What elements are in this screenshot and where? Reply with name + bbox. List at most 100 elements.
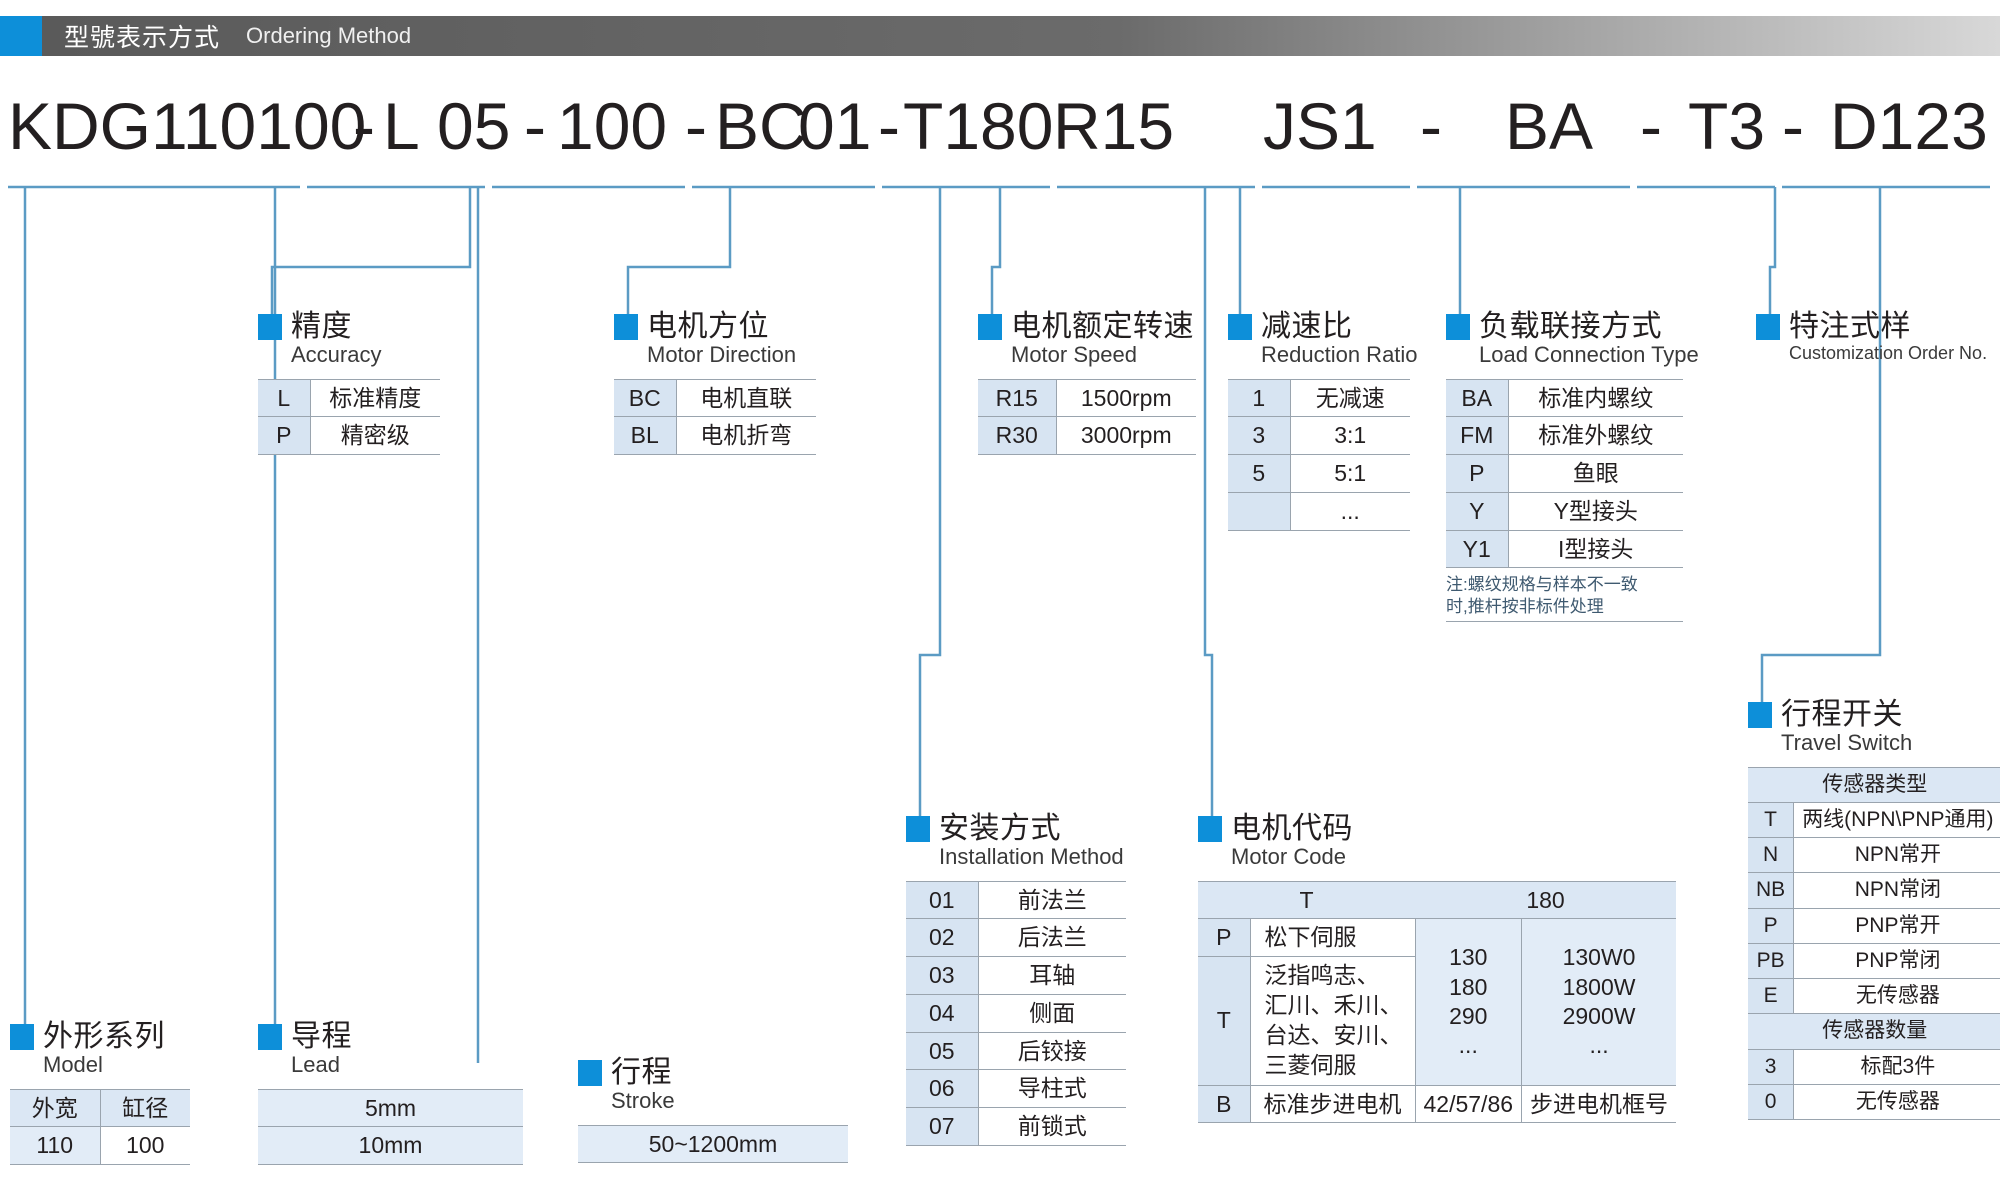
table-row: 02 后法兰 [906,918,1126,958]
mc-power-1-text: 130W0 1800W 2900W ... [1562,944,1636,1059]
code-seg-11: R15 [1053,89,1175,163]
rr-val-2: 5:1 [1290,454,1410,493]
rr-key-2: 5 [1228,454,1291,493]
load-connection-title-cn: 负载联接方式 [1479,310,1662,343]
lc-key-0: BA [1446,378,1509,418]
load-connection-note: 注:螺纹规格与样本不一致 时,推杆按非标件处理 [1446,574,1683,623]
section-motor-direction: 电机方位 Motor Direction BC 电机直联 BL 电机折弯 [614,311,816,456]
im-key-6: 07 [906,1107,979,1146]
motor-direction-heading: 电机方位 Motor Direction [614,311,816,367]
mc-col-header-0: T [1198,880,1415,920]
accuracy-val-1: 精密级 [310,416,440,456]
bullet-icon [614,314,638,340]
motor-code-table: T 180 P 松下伺服 130 180 290 ... 130W0 1800W… [1198,880,1677,1124]
im-val-1: 后法兰 [978,918,1126,958]
ms-key-0: R15 [978,378,1057,418]
customization-heading: 特注式样 Customization Order No. [1756,310,1988,363]
mc-key-1: T [1198,956,1251,1086]
lead-table: 5mm 10mm [258,1088,523,1166]
table-row: E 无传感器 [1748,978,2000,1015]
table-row: R15 1500rpm [978,378,1196,418]
ts-group2-header: 传感器数量 [1748,1013,2000,1050]
rr-key-1: 3 [1228,416,1291,456]
ms-val-0: 1500rpm [1056,378,1196,418]
im-key-0: 01 [906,880,979,920]
lead-title-cn: 导程 [291,1020,352,1053]
customization-title-en: Customization Order No. [1789,342,1988,363]
ts-val-3: PNP常开 [1793,907,2000,944]
model-title-cn: 外形系列 [43,1020,165,1053]
code-seg-7: BC [715,89,807,163]
lead-title-en: Lead [291,1051,340,1077]
table-row: BA 标准内螺纹 [1446,378,1683,418]
table-row: Y1 I型接头 [1446,529,1683,569]
motor-direction-table: BC 电机直联 BL 电机折弯 [614,378,816,456]
travel-switch-heading: 行程开关 Travel Switch [1748,698,2000,755]
rr-val-0: 无减速 [1290,378,1410,418]
table-row: P PNP常开 [1748,907,2000,944]
mc-desc-2: 标准步进电机 [1250,1084,1415,1124]
code-seg-10: T180 [903,89,1054,163]
accuracy-val-0: 标准精度 [310,378,440,418]
travel-switch-title-cn: 行程开关 [1781,698,1903,731]
table-row: P 鱼眼 [1446,454,1683,493]
stroke-title-en: Stroke [611,1087,675,1113]
table-row: Y Y型接头 [1446,491,1683,531]
section-travel-switch: 行程开关 Travel Switch 传感器类型 T 两线(NPN\PNP通用)… [1748,698,2000,1121]
table-row: 5mm [258,1088,523,1128]
bullet-icon [1198,816,1222,842]
table-row: FM 标准外螺纹 [1446,416,1683,456]
bullet-icon [1228,314,1252,340]
ts-key-3: P [1748,907,1795,944]
header-title-cn: 型號表示方式 [64,24,221,52]
ts2-val-1: 无传感器 [1793,1083,2000,1121]
table-row: 传感器类型 [1748,766,2000,803]
im-key-5: 06 [906,1069,979,1109]
bullet-icon [258,1024,282,1050]
section-motor-code: 电机代码 Motor Code T 180 P 松下伺服 130 180 290… [1198,813,1677,1124]
section-reduction-ratio: 减速比 Reduction Ratio 1 无减速 3 3:1 5 5:1 ..… [1228,311,1418,531]
lc-key-2: P [1446,454,1509,493]
rr-val-3: ... [1290,491,1410,531]
mc-desc-0: 松下伺服 [1250,918,1415,958]
bullet-icon [978,314,1002,340]
bullet-icon [10,1024,34,1050]
ts-key-0: T [1748,801,1795,839]
installation-title-cn: 安装方式 [939,812,1061,845]
table-row: P 精密级 [258,416,440,456]
ts-val-2: NPN常闭 [1793,872,2000,909]
code-seg-5: 100 [557,89,668,163]
motor-code-title-en: Motor Code [1231,843,1346,869]
table-row: L 标准精度 [258,378,440,418]
ts2-key-1: 0 [1748,1083,1795,1121]
code-seg-16: T3 [1688,89,1766,163]
section-load-connection: 负载联接方式 Load Connection Type BA 标准内螺纹 FM … [1446,310,1699,623]
customization-title-cn: 特注式样 [1789,310,1911,343]
stroke-val-0: 50~1200mm [578,1124,848,1164]
model-table: 外宽 缸径 110 100 [10,1088,190,1166]
lc-val-0: 标准内螺纹 [1508,378,1683,418]
table-row: 05 后铰接 [906,1031,1126,1071]
im-key-4: 05 [906,1031,979,1071]
bullet-icon [578,1060,602,1086]
table-row: R30 3000rpm [978,416,1196,456]
lc-key-1: FM [1446,416,1509,456]
table-row: 10mm [258,1126,523,1166]
ts-val-1: NPN常开 [1793,837,2000,874]
code-seg-8: 01 [798,89,872,163]
ts-val-0: 两线(NPN\PNP通用) [1793,801,2000,839]
reduction-ratio-title-en: Reduction Ratio [1261,341,1418,367]
ts-key-4: PB [1748,942,1795,980]
code-seg-18: D123 [1830,89,1988,163]
lead-val-0: 5mm [258,1088,523,1128]
model-header-0: 外宽 [10,1088,101,1128]
code-seg-12: JS1 [1263,89,1377,163]
lc-val-1: 标准外螺纹 [1508,416,1683,456]
rr-key-0: 1 [1228,378,1291,418]
ts-key-5: E [1748,978,1795,1015]
table-row: 1 无减速 [1228,378,1410,418]
section-installation: 安装方式 Installation Method 01 前法兰 02 后法兰 0… [906,812,1126,1146]
mc-col-header-1: 180 [1415,880,1677,920]
md-val-0: 电机直联 [676,378,816,418]
